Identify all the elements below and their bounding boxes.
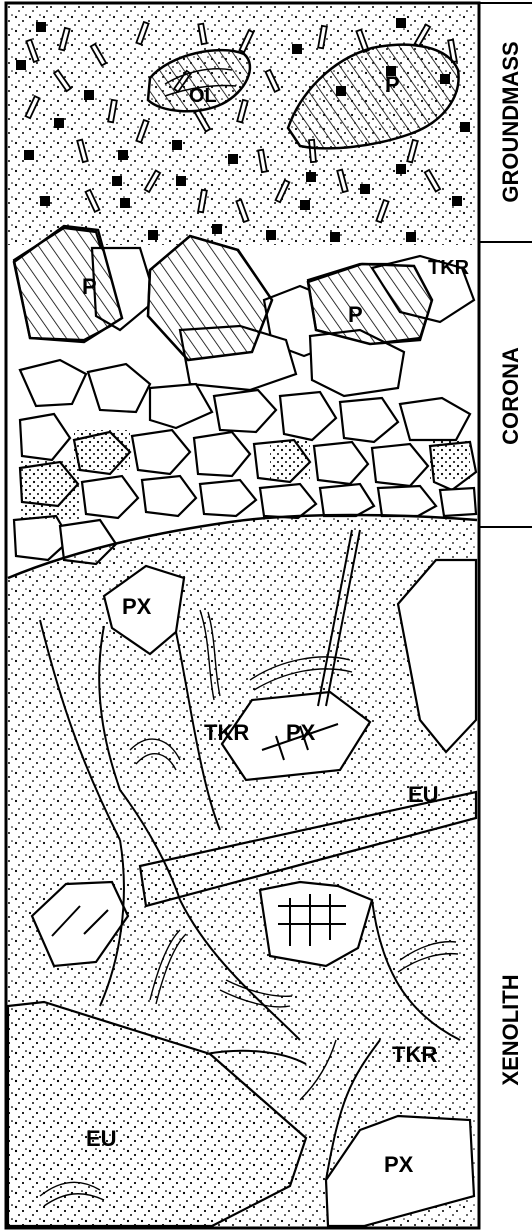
- xenolith-zone: [8, 515, 477, 1226]
- label-px-lower: PX: [384, 1152, 414, 1177]
- label-p-corona-right: P: [348, 302, 363, 327]
- label-p-groundmass: P: [385, 72, 400, 97]
- label-ol: OL: [189, 85, 217, 107]
- zone-label-groundmass: GROUNDMASS: [498, 41, 523, 202]
- label-eu-lower: EU: [86, 1126, 117, 1151]
- zone-label-corona: CORONA: [498, 347, 523, 445]
- zone-labels: GROUNDMASS CORONA XENOLITH: [498, 41, 523, 1085]
- label-px-upper: PX: [122, 594, 152, 619]
- groundmass-zone: [8, 5, 477, 245]
- label-p-corona-left: P: [82, 274, 97, 299]
- label-px-middle: PX: [286, 720, 316, 745]
- zone-label-xenolith: XENOLITH: [498, 974, 523, 1085]
- label-tkr-lower: TKR: [392, 1042, 437, 1067]
- label-tkr-middle: TKR: [204, 720, 249, 745]
- label-eu-upper: EU: [408, 782, 439, 807]
- label-tkr-corona: TKR: [428, 257, 470, 279]
